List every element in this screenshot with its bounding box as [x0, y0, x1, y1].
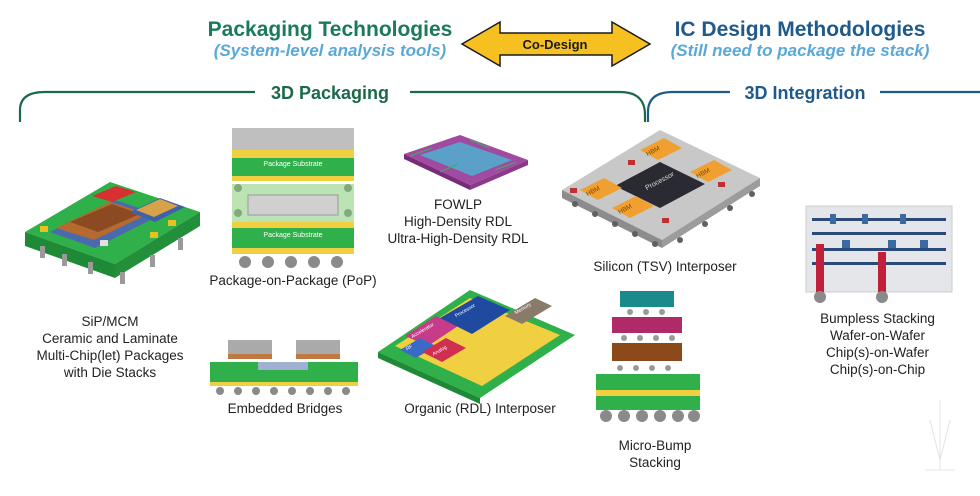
pop-illustration: [232, 128, 354, 268]
bumpless-line-1: Bumpless Stacking: [820, 311, 935, 326]
silicon-interposer-label: Silicon (TSV) Interposer: [593, 259, 737, 274]
sip-line-4: with Die Stacks: [63, 365, 157, 380]
co-design-arrow: [460, 20, 652, 68]
sip-line-1: SiP/MCM: [81, 314, 139, 329]
microbump-stack-illustration: [596, 291, 700, 422]
3d-packaging-bracket: [18, 90, 647, 122]
bumpless-label: Bumpless Stacking Wafer-on-Wafer Chip(s)…: [790, 310, 965, 378]
sip-mcm-label: SiP/MCM Ceramic and Laminate Multi-Chip(…: [15, 313, 205, 381]
embedded-bridges-illustration: [210, 340, 358, 395]
pop-substrate-top-label: Package Substrate: [263, 161, 323, 168]
bumpless-line-3: Chip(s)-on-Wafer: [825, 345, 930, 360]
bumpless-line-2: Wafer-on-Wafer: [829, 328, 925, 343]
embedded-bridges-label: Embedded Bridges: [227, 401, 343, 416]
pop-substrate-bottom-label: Package Substrate: [263, 232, 323, 239]
fowlp-line-3: Ultra-High-Density RDL: [387, 231, 529, 246]
fowlp-line-1: FOWLP: [433, 197, 482, 212]
sip-line-3: Multi-Chip(let) Packages: [36, 348, 184, 363]
watermark-graphic: [925, 400, 955, 471]
sip-line-2: Ceramic and Laminate: [42, 331, 178, 346]
packaging-technologies-subtitle: (System-level analysis tools): [213, 41, 447, 60]
microbump-line-2: Stacking: [629, 455, 681, 470]
ic-design-title: IC Design Methodologies: [674, 18, 926, 41]
3d-integration-label: 3D Integration: [735, 83, 875, 104]
ic-design-subtitle: (Still need to package the stack): [670, 41, 930, 60]
3d-integration-bracket: [646, 90, 980, 122]
3d-packaging-label: 3D Packaging: [255, 83, 405, 104]
microbump-label: Micro-Bump Stacking: [585, 437, 725, 471]
fowlp-illustration: [404, 135, 528, 190]
bumpless-line-4: Chip(s)-on-Chip: [829, 362, 926, 377]
silicon-interposer-illustration: [562, 130, 760, 248]
microbump-line-1: Micro-Bump: [618, 438, 692, 453]
packaging-technologies-title: Packaging Technologies: [207, 18, 453, 41]
fowlp-line-2: High-Density RDL: [403, 214, 513, 229]
fowlp-label: FOWLP High-Density RDL Ultra-High-Densit…: [378, 196, 538, 247]
sip-mcm-illustration: [25, 182, 200, 284]
organic-interposer-illustration: [378, 290, 575, 404]
bumpless-stack-illustration: [805, 205, 953, 303]
organic-interposer-label: Organic (RDL) Interposer: [404, 401, 556, 416]
pop-label: Package-on-Package (PoP): [209, 273, 377, 288]
co-design-label: Co-Design: [522, 37, 588, 52]
